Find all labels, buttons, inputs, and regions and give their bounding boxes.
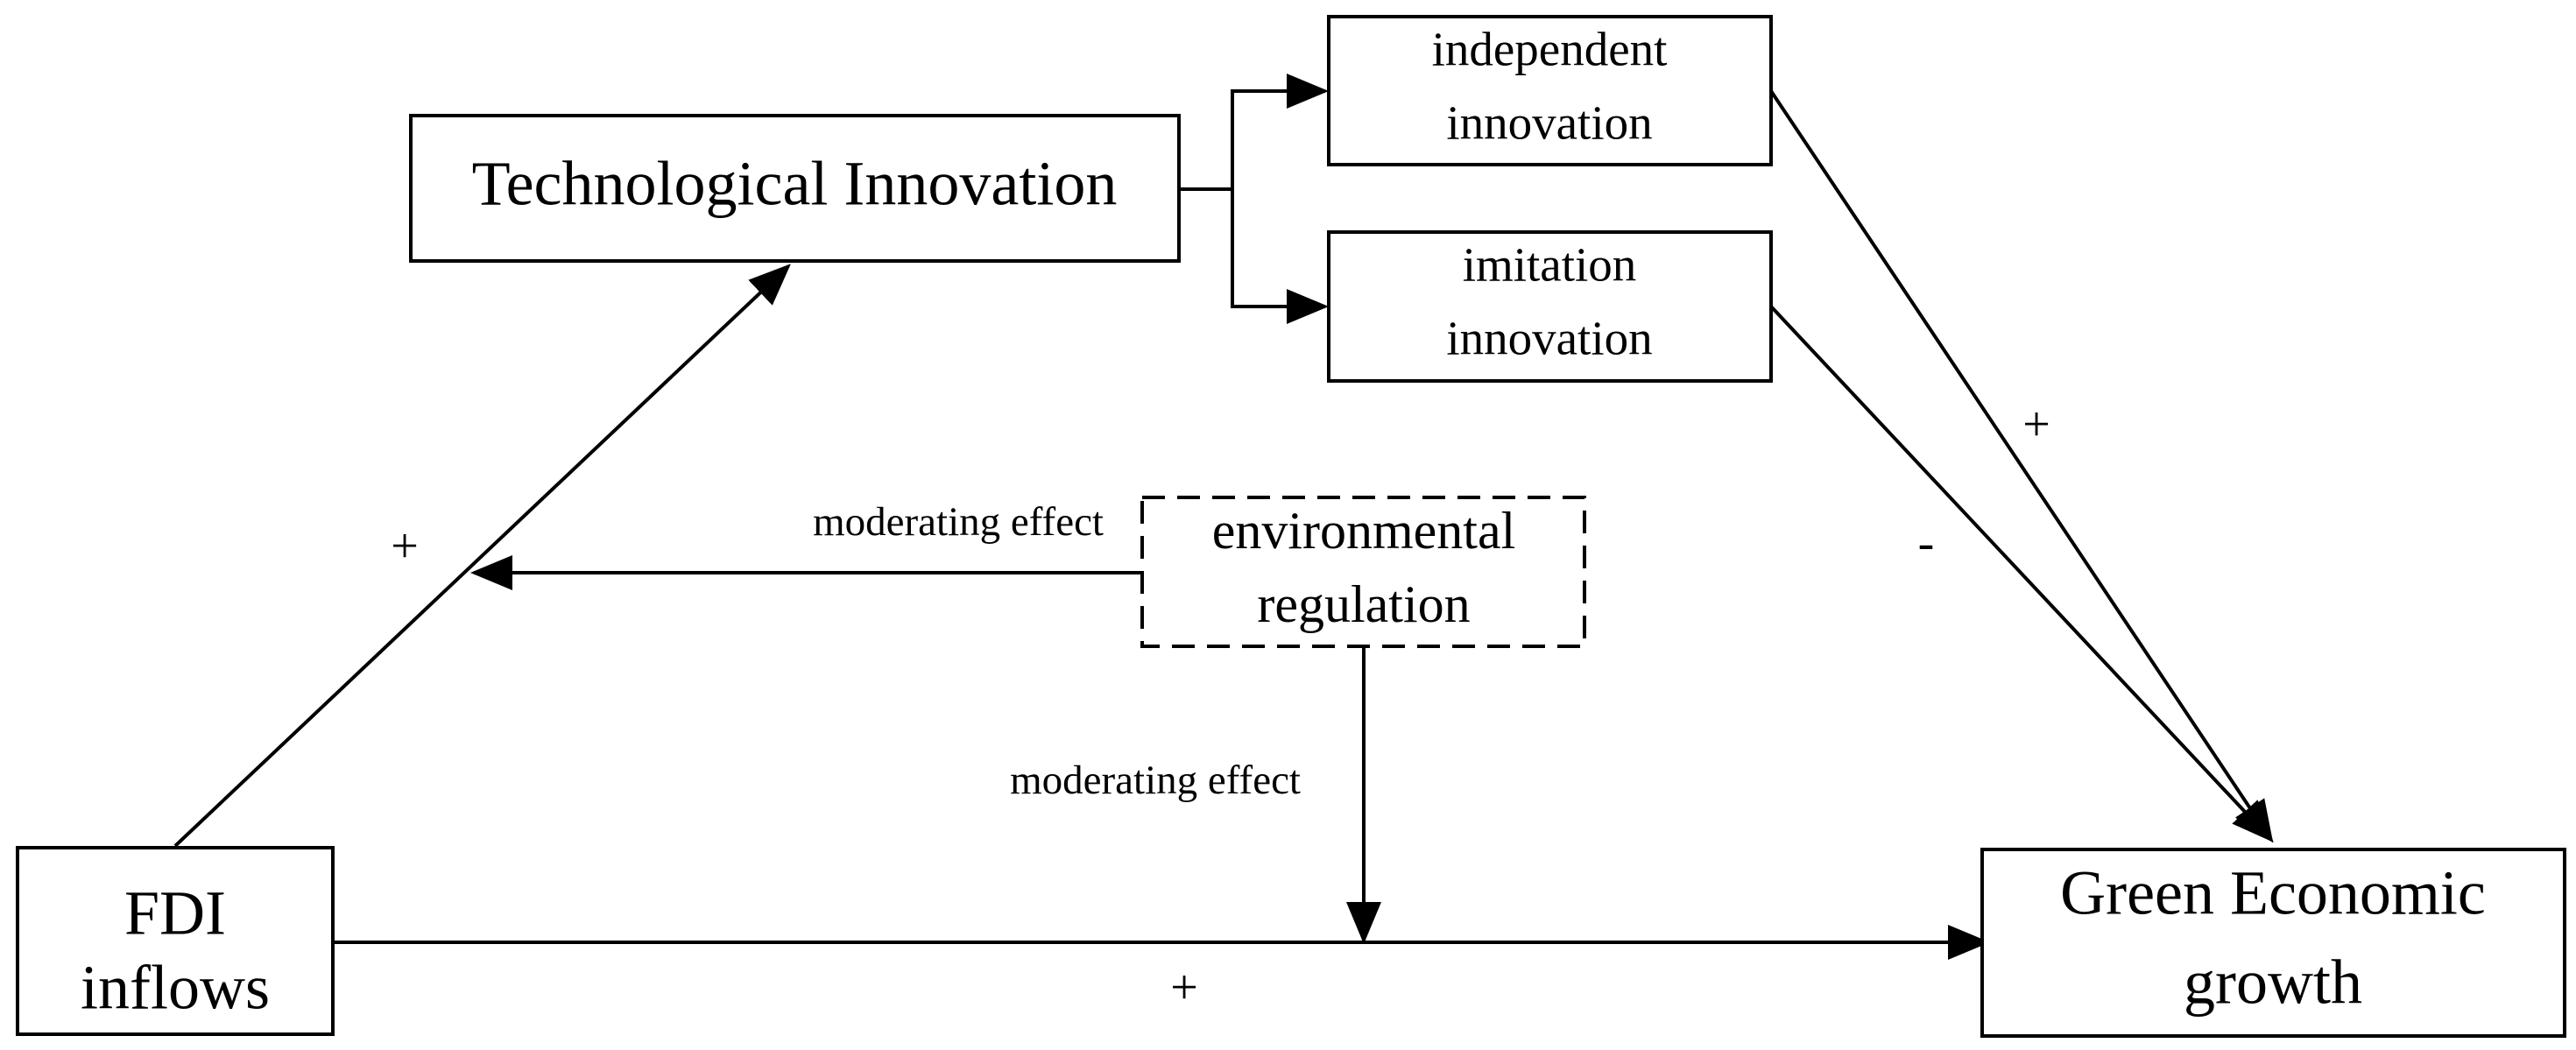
label-moderating-effect-lower: moderating effect xyxy=(1010,758,1301,803)
fdi-line1: FDI xyxy=(124,878,226,948)
independent-innovation-line2: innovation xyxy=(1446,96,1652,150)
node-technological-innovation: Technological Innovation xyxy=(409,114,1181,263)
node-environmental-regulation: environmental regulation xyxy=(1140,496,1586,648)
green-growth-line2: growth xyxy=(2184,948,2362,1018)
technological-innovation-label: Technological Innovation xyxy=(472,149,1118,219)
sign-fdi-to-green: + xyxy=(1170,961,1198,1015)
sign-fdi-to-tech: + xyxy=(391,519,419,574)
node-imitation-innovation: imitation innovation xyxy=(1327,230,1773,383)
node-independent-innovation: independent innovation xyxy=(1327,15,1773,166)
label-moderating-effect-upper: moderating effect xyxy=(813,499,1104,545)
node-green-economic-growth: Green Economic growth xyxy=(1980,848,2566,1038)
independent-innovation-line1: independent xyxy=(1432,23,1668,76)
imitation-innovation-line2: innovation xyxy=(1446,312,1652,365)
environmental-regulation-line2: regulation xyxy=(1257,575,1470,633)
imitation-innovation-line1: imitation xyxy=(1463,238,1637,292)
fdi-line2: inflows xyxy=(81,953,270,1023)
arrow-independent-to-green-growth xyxy=(1769,89,2274,843)
green-growth-line1: Green Economic xyxy=(2060,858,2486,928)
arrow-imitation-to-green-growth xyxy=(1769,305,2274,842)
sign-imitation-to-green: - xyxy=(1918,516,1935,570)
node-fdi-inflows: FDI inflows xyxy=(16,846,335,1036)
arrow-fdi-to-tech-innovation xyxy=(173,264,791,848)
sign-independent-to-green: + xyxy=(2022,398,2050,452)
environmental-regulation-line1: environmental xyxy=(1212,502,1516,560)
